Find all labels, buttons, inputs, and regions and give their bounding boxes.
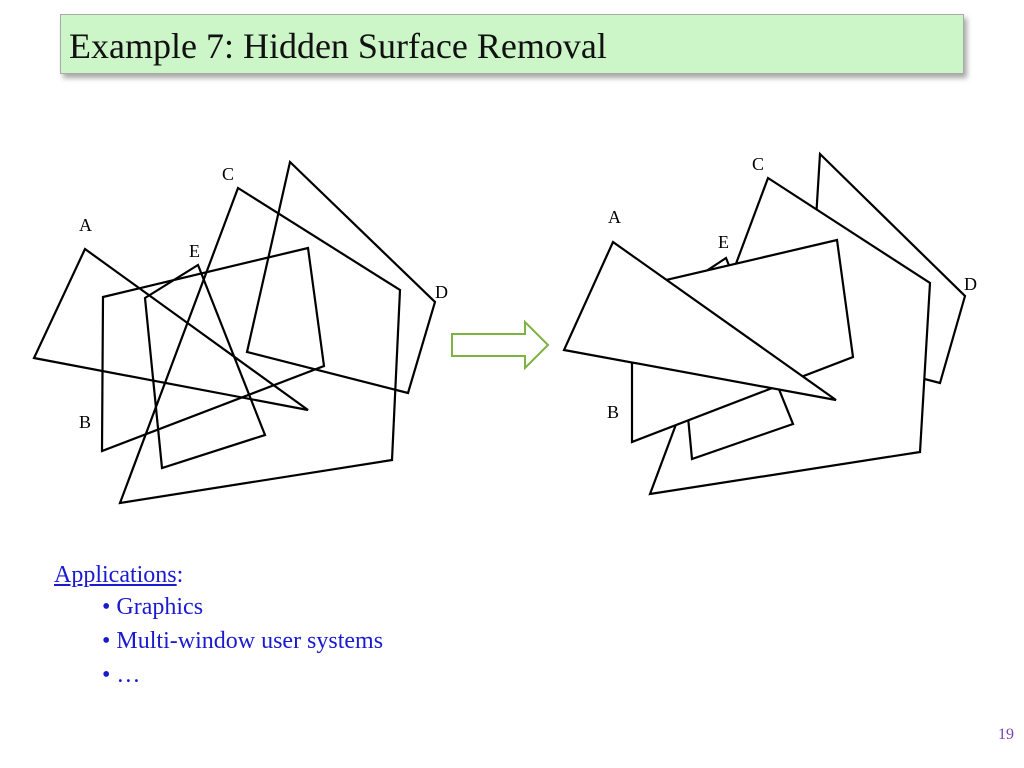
polygon-d — [245, 159, 437, 395]
label-c-after: C — [752, 154, 764, 174]
item-text: Graphics — [116, 594, 204, 620]
label-d: D — [435, 282, 448, 302]
bullet: • — [102, 628, 111, 654]
item-text: Multi-window user systems — [116, 628, 384, 654]
title-banner: Example 7: Hidden Surface Removal — [60, 14, 964, 74]
applications-list: • Graphics • Multi-window user systems •… — [54, 590, 383, 692]
slide-title: Example 7: Hidden Surface Removal — [69, 26, 607, 66]
slide-number: 19 — [998, 726, 1014, 743]
hidden-surface-diagram: A B C D E A B C D E — [32, 151, 977, 505]
applications-colon: : — [176, 562, 184, 588]
applications-heading: Applications: — [54, 560, 383, 590]
polygon-e — [143, 263, 267, 470]
before-diagram: A B C D E — [32, 159, 448, 505]
bullet: • — [102, 594, 111, 620]
polygon-c — [118, 186, 402, 505]
label-e: E — [189, 241, 200, 261]
polygon-a — [32, 247, 309, 412]
label-d-after: D — [964, 274, 977, 294]
applications-section: Applications: • Graphics • Multi-window … — [54, 560, 383, 692]
transform-arrow — [451, 319, 550, 371]
label-e-after: E — [718, 232, 729, 252]
label-a: A — [79, 215, 92, 235]
item-text: … — [116, 662, 141, 688]
bullet: • — [102, 662, 111, 688]
after-diagram: A B C D E — [562, 151, 977, 496]
label-b: B — [79, 412, 91, 432]
label-b-after: B — [607, 402, 619, 422]
polygon-a-visible — [562, 240, 837, 402]
list-item: • Graphics — [102, 590, 383, 624]
label-a-after: A — [608, 207, 621, 227]
list-item: • … — [102, 658, 383, 692]
applications-link[interactable]: Applications — [54, 562, 177, 588]
arrow-shape — [451, 319, 550, 371]
label-c: C — [222, 164, 234, 184]
list-item: • Multi-window user systems — [102, 624, 383, 658]
polygon-b — [100, 246, 326, 453]
